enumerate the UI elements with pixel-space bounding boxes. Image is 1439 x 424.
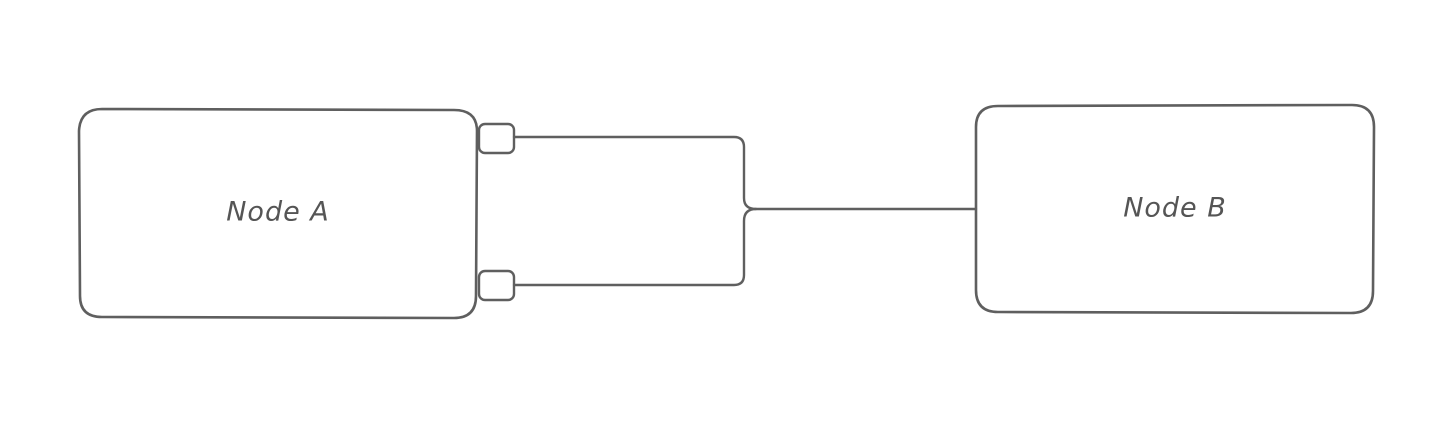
node-a-label: Node A bbox=[226, 197, 330, 228]
node-b-box[interactable] bbox=[974, 103, 1376, 315]
node-a-box[interactable] bbox=[77, 107, 479, 320]
edge-top-port-to-node-b[interactable] bbox=[512, 135, 978, 211]
node-a-ports bbox=[477, 122, 516, 302]
edge-group bbox=[512, 135, 978, 287]
edge-bottom-port-to-node-b[interactable] bbox=[512, 207, 758, 287]
port-top[interactable] bbox=[477, 122, 516, 155]
node-b-label: Node B bbox=[1123, 193, 1227, 224]
node-a[interactable]: Node A bbox=[77, 107, 479, 320]
node-b[interactable]: Node B bbox=[974, 103, 1376, 315]
port-bottom[interactable] bbox=[477, 269, 516, 302]
